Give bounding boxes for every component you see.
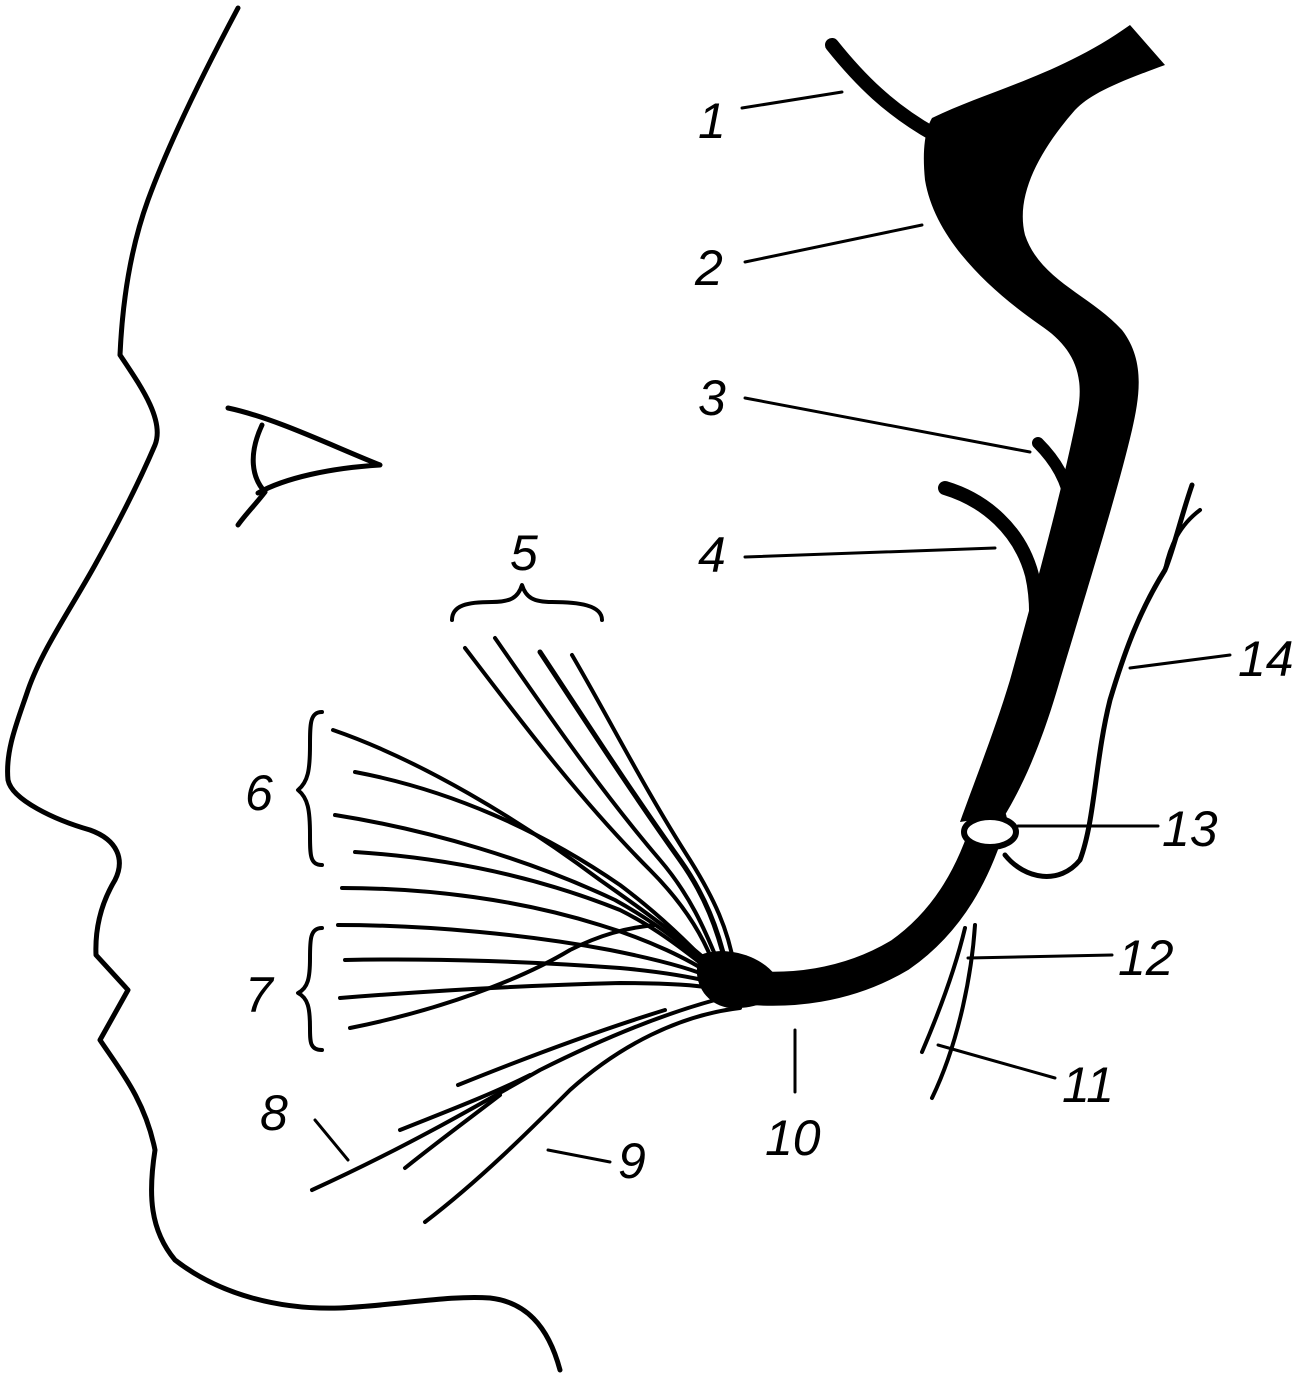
- nerve-branch-3: [1038, 443, 1072, 510]
- label-6: 6: [245, 765, 273, 821]
- nerve-ring-13: [964, 817, 1016, 847]
- leader-8: [315, 1120, 348, 1160]
- nerve-fibre-8a: [312, 1000, 715, 1190]
- leader-4: [745, 548, 995, 557]
- leader-11: [938, 1045, 1055, 1078]
- label-1: 1: [698, 93, 726, 149]
- nerve-fibre-8d: [458, 1010, 665, 1085]
- nerve-fibre-8c: [405, 1095, 500, 1168]
- face-profile-outline: [8, 8, 560, 1370]
- nerve-main-trunk: [924, 25, 1165, 822]
- bracket-5: [452, 585, 602, 620]
- label-5: 5: [510, 525, 538, 581]
- leader-12: [968, 955, 1112, 958]
- nerve-fibre-5a: [465, 648, 712, 960]
- nerve-fibre-6d: [355, 852, 712, 972]
- leader-3: [745, 398, 1030, 452]
- label-13: 13: [1162, 801, 1218, 857]
- nerve-fibre-7d: [340, 983, 712, 998]
- nerve-lower-trunk: [725, 820, 990, 989]
- leader-1: [742, 92, 842, 108]
- nerve-branch-1: [832, 45, 935, 135]
- label-9: 9: [618, 1133, 646, 1189]
- eye-lower-lid: [238, 425, 265, 525]
- eye-outline: [228, 408, 380, 493]
- label-10: 10: [765, 1110, 821, 1166]
- label-8: 8: [260, 1085, 288, 1141]
- label-4: 4: [698, 527, 726, 583]
- bracket-7: [298, 928, 322, 1050]
- bracket-6: [298, 712, 322, 865]
- label-2: 2: [694, 240, 723, 296]
- leader-14: [1130, 655, 1230, 668]
- label-11: 11: [1062, 1057, 1114, 1113]
- leader-9: [548, 1150, 610, 1162]
- label-7: 7: [245, 967, 275, 1023]
- label-12: 12: [1118, 930, 1174, 986]
- label-14: 14: [1238, 631, 1294, 687]
- nerve-fibre-7e: [350, 925, 655, 1028]
- label-3: 3: [698, 370, 726, 426]
- leader-2: [745, 225, 922, 262]
